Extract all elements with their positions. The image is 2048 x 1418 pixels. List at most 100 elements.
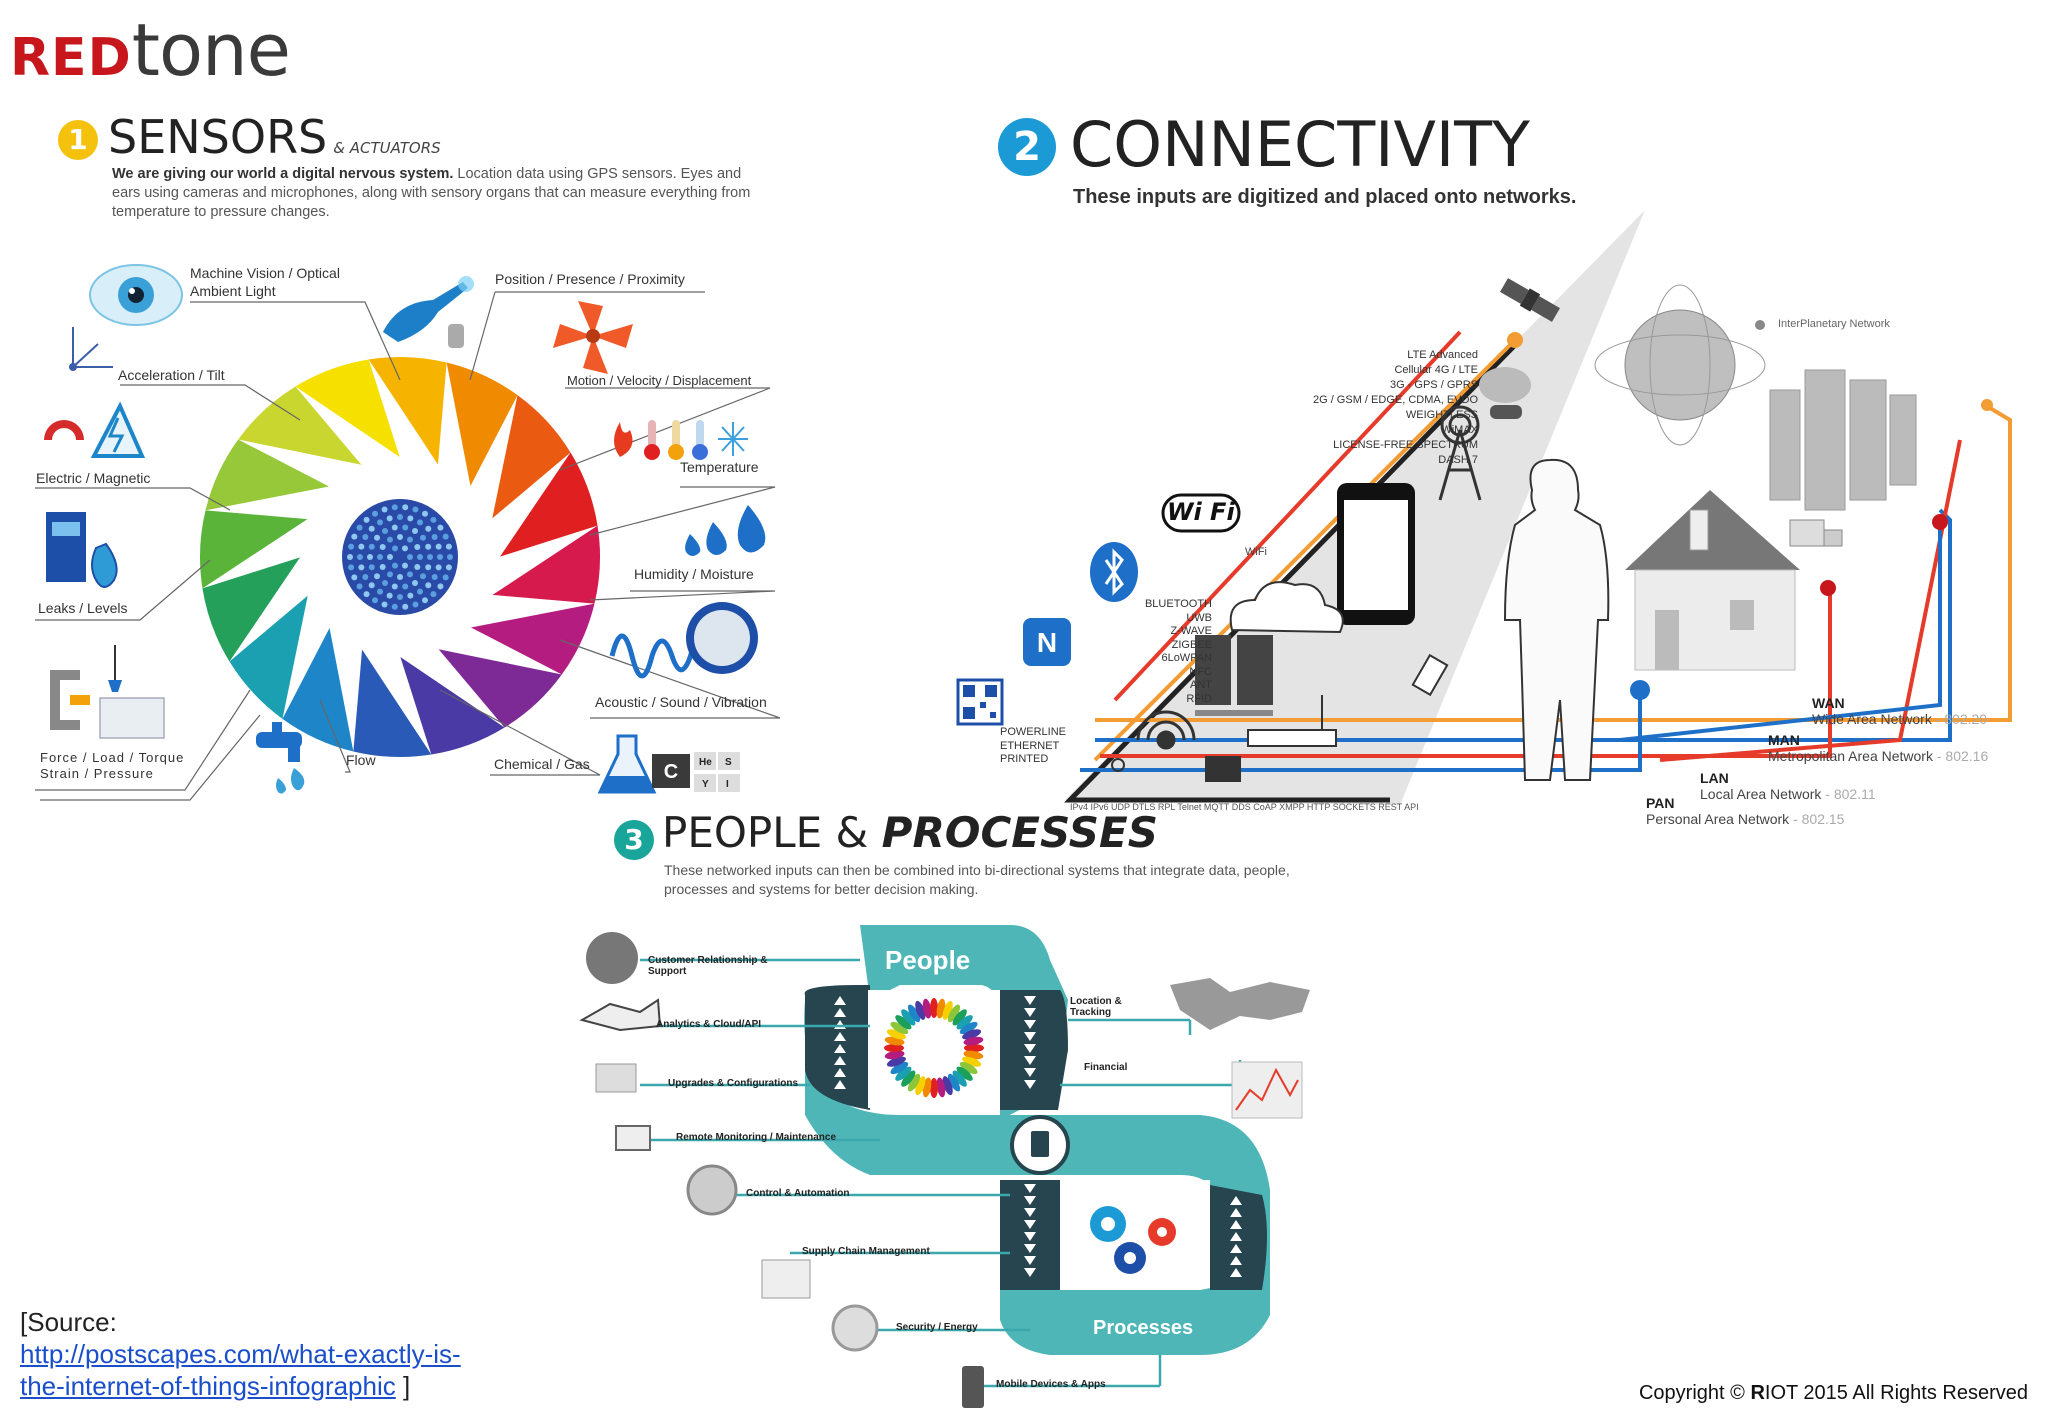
cluster-dot [379,544,386,550]
item-mobile-devices: Mobile Devices & Apps [996,1379,1106,1390]
wheel-segment [470,603,595,675]
short-range-item: Z-WAVE [1170,625,1212,637]
copyright-post: IOT 2015 All Rights Reserved [1764,1382,2028,1404]
toolbox-icon [595,1063,637,1093]
cluster-dot [412,579,418,586]
people-figure [915,1000,926,1020]
label-force: Force / Load / Torque [40,750,185,765]
arrow-up-icon [834,1008,846,1017]
cluster-dot [362,534,369,540]
cluster-dot [437,583,444,590]
satellite-icon [1500,278,1560,322]
source-link[interactable]: http://postscapes.com/what-exactly-is-th… [20,1339,461,1401]
arrow-up-icon [1230,1220,1242,1229]
cluster-dot [357,554,363,560]
mobile-device-icon [962,1366,984,1408]
item-security-energy: Security / Energy [896,1322,978,1333]
arrow-down-icon [1024,1184,1036,1193]
cluster-dot [382,579,388,586]
item-supply-chain: Supply Chain Management [802,1246,930,1257]
network-standard: - 802.20 [1931,711,1988,727]
sensors-title: SENSORS& ACTUATORS [108,110,441,164]
people-figure [959,1061,978,1075]
cluster-dot [402,545,408,552]
tank-drop-icon [46,512,118,588]
cluster-dot [347,554,353,560]
arrow-down-icon [1024,1256,1036,1265]
arrow-down-icon [1024,1232,1036,1241]
label-temperature: Temperature [680,459,759,475]
network-name: Personal Area Network - 802.15 [1646,811,1844,827]
cluster-dot [422,597,428,604]
people-figure [963,1036,984,1046]
people-figure [886,1056,906,1067]
eye-icon [89,264,183,326]
wheel-segment [205,439,330,511]
cluster-dot [412,601,419,608]
label-humidity: Humidity / Moisture [634,566,754,582]
wheel-segment [282,627,354,752]
cluster-dot [391,603,398,610]
cluster-dot [397,594,403,600]
cluster-dot [407,571,413,578]
cluster-dot [386,515,393,522]
cluster-dot [445,564,452,571]
item-upgrades: Upgrades & Configurations [668,1078,799,1089]
item-customer-relationship: Customer Relationship & Support [648,955,768,977]
cluster-dot [402,583,409,590]
arrow-up-icon [834,1068,846,1077]
network-name-text: Wide Area Network [1812,711,1932,727]
network-name-text: Personal Area Network [1646,811,1790,827]
arrow-up-icon [1230,1232,1242,1241]
network-abbr: MAN [1768,732,1800,748]
ethernet-plug-icon [1411,653,1449,697]
wheel-segment [295,359,400,458]
people-figure [964,1044,984,1052]
cluster-dot [363,516,370,523]
logo-red-text: RED [10,28,132,88]
people-figure [930,998,938,1018]
satellite-dish-icon [1479,367,1531,419]
arrow-down-icon [1024,1208,1036,1217]
cluster-dot [414,544,421,550]
item-control-automation: Control & Automation [746,1188,850,1199]
people-figure [942,1076,953,1096]
cluster-dot [417,554,423,560]
cluster-dot [402,504,409,511]
network-abbr: PAN [1646,795,1675,811]
cellular-item: WEIGHTLESS [1405,409,1478,421]
support-icon [586,932,638,984]
network-standard: - 802.16 [1932,748,1989,764]
gears-icon [1090,1206,1176,1274]
label-flow: Flow [346,752,376,768]
people-figure [922,998,932,1019]
cluster-dot [356,583,363,590]
connectivity-title: CONNECTIVITY [1070,108,1530,181]
sensors-title-text: SENSORS [108,110,328,164]
server-rack-icon [1195,635,1273,716]
cluster-dot [362,574,369,580]
people-figure [884,1044,904,1052]
arrow-down-icon [1024,1268,1036,1277]
short-range-item: NFC [1189,665,1212,678]
sensor-color-wheel [200,357,600,757]
people-figure [942,1000,953,1020]
arrow-up-icon [1230,1196,1242,1205]
label-acceleration: Acceleration / Tilt [118,367,225,383]
people-figure [936,1077,946,1098]
wheel-segment [200,510,308,589]
wheel-segment [492,525,600,604]
network-abbr: WAN [1812,695,1845,711]
pointing-hand-icon [383,276,474,348]
cluster-dot [374,573,381,580]
cellular-item: WiMAX [1441,424,1478,436]
broadcast-icon [1136,710,1196,750]
router-icon [1247,695,1337,747]
label-machine-vision: Machine Vision / Optical [190,265,340,281]
arrow-up-icon [834,1056,846,1065]
arrow-up-icon [834,1032,846,1041]
item-financial: Financial [1084,1062,1128,1073]
wheel-segment [229,595,308,719]
arrow-down-icon [1024,1044,1036,1053]
